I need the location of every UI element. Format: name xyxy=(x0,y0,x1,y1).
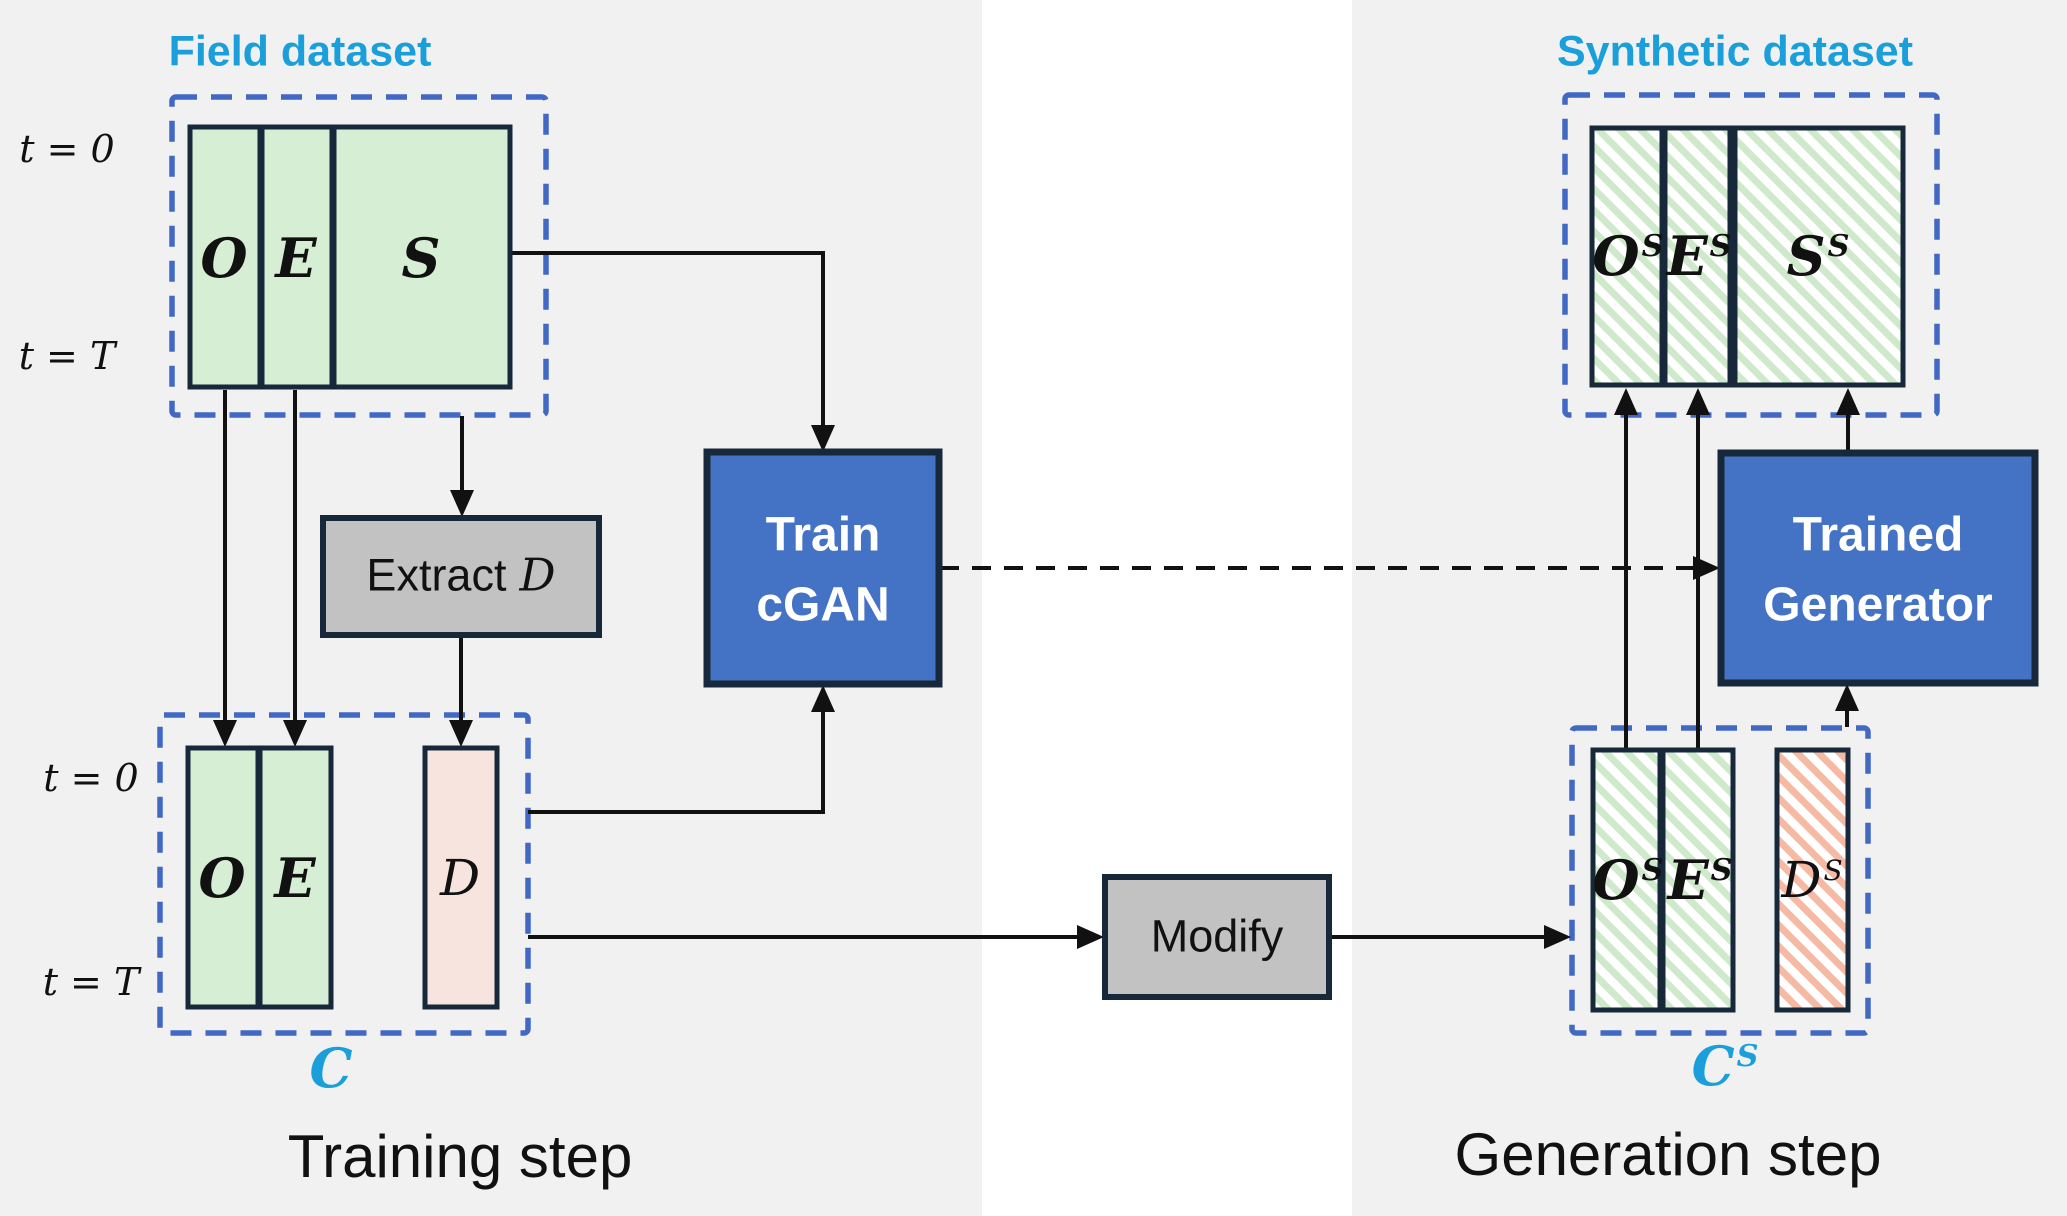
arrow-s-to-traincgan-line xyxy=(512,251,825,445)
field-dataset-dashed-box xyxy=(169,94,549,418)
synthetic-column-e-label: ES xyxy=(1666,229,1731,283)
synthetic-dataset-title: Synthetic dataset xyxy=(1556,27,1914,76)
synthetic-condition-o-label: OS xyxy=(1593,853,1664,907)
generation-step-label: Generation step xyxy=(1454,1121,1882,1188)
condition-set-base: C xyxy=(309,1036,353,1100)
train-cgan-line1: Train xyxy=(765,508,881,562)
syncond-d-base: D xyxy=(1781,851,1822,909)
condition-column-o-label: O xyxy=(198,851,247,905)
field-t-top-label: t = 0 xyxy=(19,127,115,171)
extract-prefix: Extract xyxy=(366,549,507,601)
train-cgan-line2: cGAN xyxy=(756,578,890,631)
condition-column-d-label: D xyxy=(440,853,482,903)
synthetic-s-base: S xyxy=(1786,224,1826,288)
synthetic-e-base: E xyxy=(1666,224,1708,288)
extract-d-box xyxy=(320,515,602,638)
field-o-base: O xyxy=(200,226,248,290)
synthetic-condition-dashed-box xyxy=(1569,725,1871,1036)
field-column-s xyxy=(331,124,513,390)
condition-column-e xyxy=(257,745,334,1010)
train-cgan-label: Train cGAN xyxy=(756,500,889,639)
synthetic-column-s-label: SS xyxy=(1787,229,1850,283)
synthetic-e-sup: S xyxy=(1709,229,1732,265)
field-column-e-label: E xyxy=(275,231,318,285)
synthetic-condition-set-label: CS xyxy=(1692,1039,1759,1093)
synthetic-o-sup: S xyxy=(1641,229,1664,265)
field-column-s-label: S xyxy=(402,231,443,285)
condition-column-d xyxy=(422,745,500,1010)
field-column-o-label: O xyxy=(200,231,249,285)
synthetic-column-e xyxy=(1662,125,1733,388)
synthetic-o-base: O xyxy=(1592,224,1640,288)
synthetic-condition-e-label: ES xyxy=(1667,853,1732,907)
trained-generator-label: Trained Generator xyxy=(1763,500,1992,639)
syncond-o-sup: S xyxy=(1641,853,1664,889)
modify-box-label: Modify xyxy=(1150,910,1284,962)
synthetic-condition-column-e xyxy=(1660,747,1736,1013)
arrowhead-os-up xyxy=(1614,388,1638,415)
condition-t-bottom-label: t = T xyxy=(42,960,140,1004)
arrowhead-extract-to-d xyxy=(449,720,473,747)
arrowhead-es-up xyxy=(1686,388,1710,415)
arrowhead-modify-to-syncondition xyxy=(1544,925,1571,949)
synthetic-column-o xyxy=(1589,125,1665,388)
trained-generator-line2: Generator xyxy=(1763,578,1993,631)
field-column-o xyxy=(187,124,263,390)
syncond-d-sup: S xyxy=(1823,853,1843,887)
condition-d-base: D xyxy=(439,849,481,907)
trained-generator-box xyxy=(1717,449,2039,687)
syncond-e-sup: S xyxy=(1710,853,1733,889)
condition-set-label: C xyxy=(310,1041,355,1095)
arrowhead-condition-to-modify xyxy=(1077,925,1104,949)
condition-column-o xyxy=(185,745,261,1010)
arrowhead-e-down xyxy=(283,720,307,747)
synthetic-column-o-label: OS xyxy=(1593,229,1664,283)
condition-e-base: E xyxy=(274,846,316,910)
synthetic-condition-column-d xyxy=(1774,747,1851,1013)
syncond-e-base: E xyxy=(1667,848,1709,912)
field-e-base: E xyxy=(275,226,317,290)
arrowhead-s-to-extract xyxy=(450,490,474,517)
field-column-e xyxy=(259,124,335,390)
condition-o-base: O xyxy=(198,846,246,910)
training-step-label: Training step xyxy=(287,1123,633,1190)
train-cgan-box xyxy=(703,448,943,688)
synthetic-condition-d-label: DS xyxy=(1781,855,1842,905)
arrow-condition-to-traincgan-line xyxy=(528,692,825,814)
extract-variable: D xyxy=(519,548,556,602)
arrowhead-syncondition-to-generator xyxy=(1835,684,1859,711)
field-s-base: S xyxy=(401,226,441,290)
field-t-bottom-label: t = T xyxy=(18,334,116,378)
modify-box xyxy=(1102,874,1332,1000)
arrowhead-condition-to-traincgan xyxy=(811,685,835,712)
center-gap-bg xyxy=(982,0,1352,1216)
synthetic-column-s xyxy=(1732,125,1906,388)
arrowhead-o-down xyxy=(213,720,237,747)
condition-t-top-label: t = 0 xyxy=(43,756,139,800)
field-dataset-title: Field dataset xyxy=(168,27,432,76)
condition-set-dashed-box xyxy=(157,712,531,1036)
syncond-set-sup: S xyxy=(1736,1039,1759,1075)
trained-generator-line1: Trained xyxy=(1792,508,1964,562)
synthetic-dataset-dashed-box xyxy=(1562,92,1940,418)
syncond-set-base: C xyxy=(1691,1034,1735,1098)
arrowhead-s-to-traincgan xyxy=(811,425,835,452)
condition-column-e-label: E xyxy=(274,851,317,905)
syncond-o-base: O xyxy=(1592,848,1640,912)
synthetic-condition-column-o xyxy=(1590,747,1663,1013)
synthetic-s-sup: S xyxy=(1827,229,1850,265)
arrowhead-generator-to-ss xyxy=(1836,388,1860,415)
